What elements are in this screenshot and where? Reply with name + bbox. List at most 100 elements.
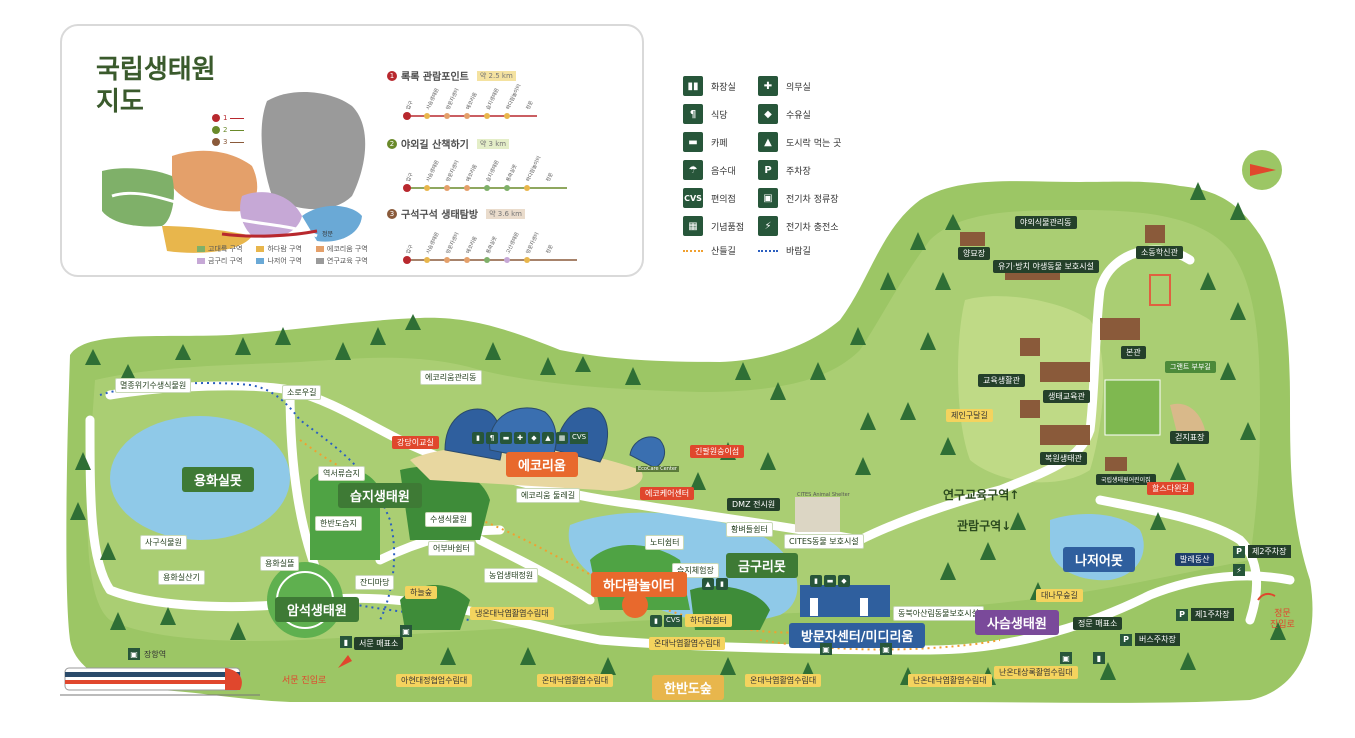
svg-text:정문: 정문 bbox=[544, 171, 554, 183]
electric-car-stop-icon[interactable]: ▣ bbox=[400, 625, 412, 637]
restaurant-icon: ¶ bbox=[683, 104, 703, 124]
sodong-hall-label: 소동학신관 bbox=[1136, 246, 1183, 259]
endangered-aquatic-plant-label: 멸종위기수생식물원 bbox=[115, 378, 192, 393]
parking-icon: P bbox=[1120, 633, 1132, 646]
rock-garden-banner[interactable]: 암석생태원 bbox=[275, 597, 359, 622]
forest-belt-label-4: 난온대낙엽활엽수림대 bbox=[908, 674, 992, 687]
route-marker-2: 2 bbox=[212, 126, 245, 134]
svg-text:에코리움: 에코리움 bbox=[464, 163, 478, 183]
geumguri-pond-banner[interactable]: 금구리못 bbox=[726, 553, 798, 578]
farm-ecology-garden-label: 농업생태정원 bbox=[484, 568, 539, 583]
parking-lot-1[interactable]: P 제1주차장 bbox=[1176, 608, 1234, 621]
eco-care-sign: EcoCare Center bbox=[636, 466, 679, 472]
rock-garden-label: 용화실산기 bbox=[158, 570, 205, 585]
route-2-marker-icon: 2 bbox=[387, 138, 397, 149]
electric-car-stop-icon: ▣ bbox=[758, 188, 778, 208]
forest-belt-label-3: 온대낙엽활엽수림대 bbox=[745, 674, 822, 687]
nursing-room-icon: ◆ bbox=[528, 432, 540, 444]
svg-text:사슴생태원: 사슴생태원 bbox=[424, 159, 440, 183]
nursing-room-icon: ◆ bbox=[758, 104, 778, 124]
route-marker-1: 1 bbox=[212, 114, 245, 122]
sagu-plant-garden-label: 사구식물원 bbox=[140, 535, 187, 550]
yonghwa-stream-label: 용화실뜰 bbox=[260, 556, 300, 571]
haneul-forest-label: 하늘숲 bbox=[405, 586, 438, 599]
train-graphic bbox=[60, 667, 260, 696]
cites-shelter-label: CITES동물 보호시설 bbox=[784, 534, 864, 549]
route-2-distance: 약 3 km bbox=[476, 138, 510, 149]
svg-text:입구: 입구 bbox=[404, 243, 414, 255]
legend-electric-car-stop: ▣전기차 정류장 bbox=[758, 188, 878, 208]
west-entrance-label: 서문 진입로 bbox=[282, 676, 327, 686]
cafe-icon: ▬ bbox=[824, 575, 836, 587]
bus-parking[interactable]: P 버스주차장 bbox=[1120, 633, 1180, 646]
cafe-icon: ▬ bbox=[683, 132, 703, 152]
route-2-line: 입구 사슴생태원 방문자센터 에코리움 습지생태원 용화실못 하다람놀이터 정문 bbox=[403, 155, 567, 192]
convenience-store-icon: CVS bbox=[570, 432, 589, 444]
parking-icon: P bbox=[1233, 545, 1245, 558]
toilet-icon: ▮ bbox=[1093, 652, 1105, 664]
route-1-name: 록록 관람포인트 bbox=[401, 72, 469, 83]
svg-text:하다람놀이터: 하다람놀이터 bbox=[504, 84, 522, 111]
seaside-wetland-label: 역서류습지 bbox=[318, 466, 365, 481]
ev-charging-icon[interactable]: ⚡ bbox=[1233, 564, 1245, 576]
water-fountain-icon: ☂ bbox=[683, 160, 703, 180]
svg-text:방문자센터: 방문자센터 bbox=[444, 231, 460, 255]
yonghwa-pond-banner[interactable]: 용화실못 bbox=[182, 467, 254, 492]
electric-car-stop-icon[interactable]: ▣ bbox=[880, 643, 892, 655]
forest-belt-label-5: 난온대상록활엽수림대 bbox=[994, 666, 1078, 679]
ecorium-banner[interactable]: 에코리움 bbox=[506, 452, 578, 477]
hadaram-rest-label: 하다람쉼터 bbox=[685, 614, 732, 627]
first-aid-icon: ✚ bbox=[758, 76, 778, 96]
route-2: 2 야외길 산책하기 약 3 km 입구 사슴생태원 방문자센터 에코리움 습지… bbox=[387, 136, 637, 206]
ballet-hill-label: 발레동산 bbox=[1175, 553, 1215, 566]
hanbando-forest-banner[interactable]: 한반도숲 bbox=[652, 675, 724, 700]
electric-car-stop-icon[interactable]: ▣ bbox=[1060, 652, 1072, 664]
deer-garden-banner[interactable]: 사슴생태원 bbox=[975, 610, 1059, 635]
legend-picnic-area: ▲도시락 먹는 곳 bbox=[758, 132, 878, 152]
legend-baram-path: 바람길 bbox=[758, 244, 878, 257]
zone-legend-item: 고대륙 구역 bbox=[197, 244, 242, 254]
restaurant-icon: ¶ bbox=[486, 432, 498, 444]
svg-text:사슴생태원: 사슴생태원 bbox=[424, 231, 440, 255]
nursery-label: 양묘장 bbox=[958, 247, 991, 260]
legend-nursing-room: ◆수유실 bbox=[758, 104, 878, 124]
ecorium-dome-4 bbox=[629, 436, 666, 469]
najeo-pond-banner[interactable]: 나저어못 bbox=[1063, 547, 1135, 572]
picnic-area-icon: ▲ bbox=[542, 432, 554, 444]
eobuba-rest-label: 어부바쉼터 bbox=[428, 541, 475, 556]
svg-text:정문: 정문 bbox=[524, 99, 534, 111]
zone-legend-item: 나저어 구역 bbox=[256, 256, 302, 266]
route-3: 3 구석구석 생태탐방 약 3.6 km 입구 사슴생태원 방문자센터 에코리움… bbox=[387, 206, 637, 278]
bamboo-path-label: 대나무숲길 bbox=[1036, 589, 1083, 602]
experience-facility-icons: ▲ ▮ bbox=[702, 578, 728, 590]
parking-icon: P bbox=[1176, 608, 1188, 621]
parking-lot-2[interactable]: P 제2주차장 bbox=[1233, 545, 1291, 558]
route-1-line: 입구 사슴생태원 방문자센터 에코리움 습지생태원 하다람놀이터 정문 bbox=[403, 84, 537, 120]
legend-water-fountain: ☂음수대 bbox=[683, 160, 758, 180]
route-1-marker-icon: 1 bbox=[387, 70, 397, 81]
mini-map-gate-label: 정문 bbox=[322, 231, 334, 238]
ecorium-mgmt-label: 에코리움관리동 bbox=[420, 370, 482, 385]
zone-legend-item: 에코리움 구역 bbox=[315, 244, 368, 254]
route-3-line: 입구 사슴생태원 방문자센터 에코리움 용화실못 고산생태원 방문자센터 정문 bbox=[403, 231, 577, 264]
zone-legend-item: 연구교육 구역 bbox=[315, 256, 368, 266]
electric-car-stop-icon[interactable]: ▣ bbox=[820, 643, 832, 655]
education-life-hall-label: 교육생활관 bbox=[978, 374, 1025, 387]
forest-belt-label-1: 아현대정협업수림대 bbox=[396, 674, 473, 687]
visitor-center-banner[interactable]: 방문자센터/미디리움 bbox=[789, 623, 926, 648]
main-ticket-office[interactable]: 정문 매표소 bbox=[1073, 617, 1123, 630]
grant-couple-path-label: 그랜트 부부길 bbox=[1165, 361, 1216, 373]
hadaram-playground-banner[interactable]: 하다람놀이터 bbox=[591, 572, 687, 597]
legend-restaurant: ¶식당 bbox=[683, 104, 758, 124]
legend-first-aid: ✚의무실 bbox=[758, 76, 878, 96]
visitor-facility-icons: ▮ ▬ ◆ bbox=[810, 575, 850, 587]
wildlife-shelter-label: 유기·방치 야생동물 보호시설 bbox=[993, 260, 1099, 273]
west-ticket-office[interactable]: 서문 매표소 bbox=[354, 637, 404, 650]
toilet-icon: ▮ bbox=[810, 575, 822, 587]
outdoor-plant-mgmt-label: 야외식물관리동 bbox=[1015, 216, 1077, 229]
wetland-garden-banner[interactable]: 습지생태원 bbox=[338, 483, 422, 508]
gangdang-label: 강당이교실 bbox=[392, 436, 439, 449]
picnic-area-icon: ▲ bbox=[702, 578, 714, 590]
